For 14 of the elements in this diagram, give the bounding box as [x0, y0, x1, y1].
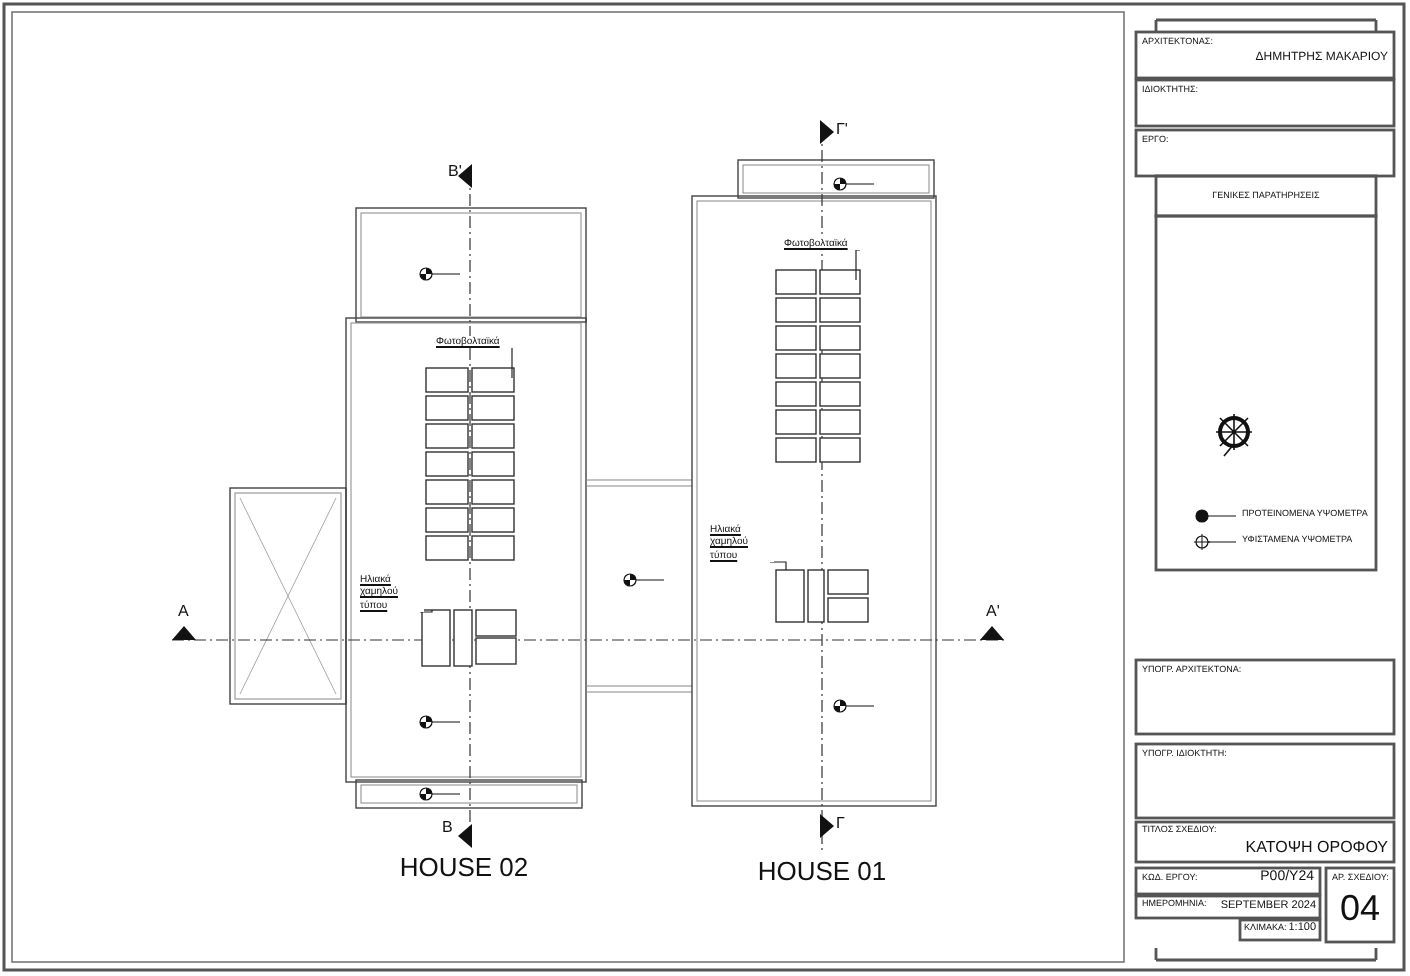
section-mark-label: B' — [448, 164, 462, 182]
plan-title: HOUSE 02 — [399, 854, 529, 883]
section-mark-label: B — [442, 820, 453, 838]
drawing-title: ΚΑΤΟΨΗ ΟΡΟΦΟΥ — [1245, 840, 1388, 858]
drawing-number: 04 — [1339, 890, 1381, 930]
leader-line — [855, 249, 861, 281]
plan-title: HOUSE 01 — [757, 858, 887, 887]
section-mark-label: A' — [986, 604, 1000, 622]
leader-line — [511, 347, 513, 379]
leader-line — [419, 609, 433, 613]
section-mark-label: A — [178, 604, 189, 622]
leader-line — [769, 561, 787, 571]
section-mark-label: Γ' — [836, 122, 848, 140]
section-mark-label: Γ — [836, 816, 845, 834]
